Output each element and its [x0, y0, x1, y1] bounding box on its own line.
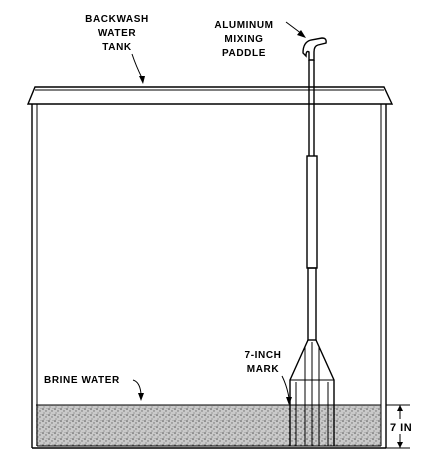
label-paddle-line-2: MIXING — [224, 34, 263, 45]
label-brine-water-text: BRINE WATER — [44, 375, 120, 386]
dimension-arrow-down — [397, 442, 403, 448]
label-backwash-water-tank: BACKWASH WATER TANK — [85, 14, 149, 84]
paddle-handle — [302, 37, 327, 61]
label-aluminum-mixing-paddle: ALUMINUM MIXING PADDLE — [214, 20, 306, 59]
label-paddle-line-1: ALUMINUM — [214, 20, 273, 31]
label-seven-inch-mark: 7-INCH MARK — [245, 350, 292, 405]
label-paddle-line-3: PADDLE — [222, 48, 266, 59]
leader-brine — [132, 379, 142, 395]
label-seven-inch-line-2: MARK — [247, 364, 280, 375]
leader-backwash-arrow — [139, 76, 145, 84]
tank-rim — [26, 86, 394, 105]
dimension-label: 7 IN — [390, 422, 412, 434]
leader-brine-arrow — [138, 393, 144, 401]
paddle-shaft-middle — [306, 155, 318, 269]
label-backwash-line-3: TANK — [102, 42, 132, 53]
leader-paddle — [285, 21, 303, 35]
aluminum-mixing-paddle — [289, 37, 335, 446]
label-backwash-line-2: WATER — [98, 28, 137, 39]
label-seven-inch-line-1: 7-INCH — [245, 350, 282, 361]
leader-seven-inch-arrow — [286, 397, 292, 405]
seven-inch-dimension: 7 IN — [386, 404, 412, 449]
brine-water-region — [36, 405, 381, 446]
leader-backwash — [131, 53, 143, 79]
label-backwash-line-1: BACKWASH — [85, 14, 149, 25]
paddle-shaft-lower — [307, 267, 317, 341]
label-brine-water: BRINE WATER — [44, 375, 144, 401]
leader-paddle-arrow — [297, 30, 306, 38]
dimension-arrow-up — [397, 405, 403, 411]
leader-seven-inch — [281, 375, 290, 399]
